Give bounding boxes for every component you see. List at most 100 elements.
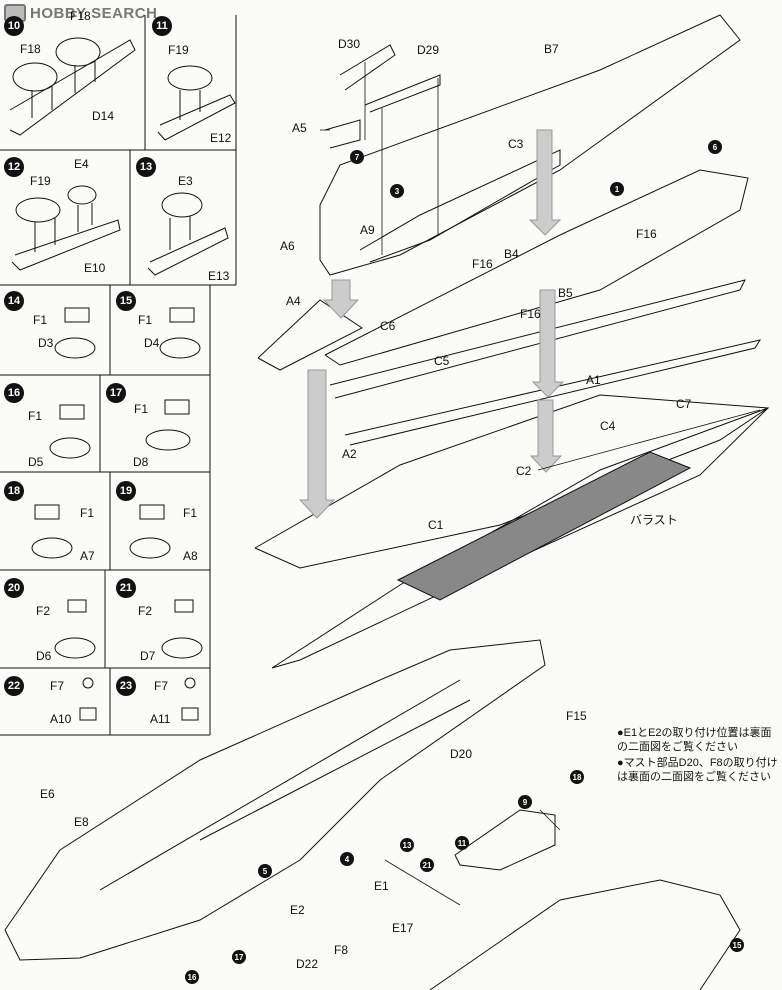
step-13-badge: 13: [136, 157, 156, 177]
step-19-badge: 19: [116, 481, 136, 501]
step-21-badge: 21: [116, 578, 136, 598]
hull-label: A1: [586, 373, 601, 387]
callout-16: 16: [185, 970, 199, 984]
step-11-badge: 11: [152, 16, 172, 36]
part-label: A8: [183, 549, 198, 563]
step-22-badge: 22: [4, 676, 24, 696]
lower-label: D20: [450, 747, 473, 761]
hull-label: F16: [636, 227, 657, 241]
part-label: F19: [168, 43, 189, 57]
hull-label: A9: [360, 223, 375, 237]
part-label: E10: [84, 261, 106, 275]
part-label: F19: [30, 174, 51, 188]
callout-4: 4: [340, 852, 354, 866]
part-label: E3: [178, 174, 193, 188]
hull-label: A2: [342, 447, 357, 461]
hull-label: C1: [428, 518, 444, 532]
callout-15: 15: [730, 938, 744, 952]
step-14-badge: 14: [4, 291, 24, 311]
bow-piece-drawing: [257, 299, 363, 371]
part-label: F2: [36, 604, 51, 618]
note-1: ●E1とE2の取り付け位置は裏面の二面図をご覧ください: [617, 727, 772, 753]
callout-21: 21: [420, 858, 434, 872]
part-label: D8: [133, 455, 149, 469]
lower-label: E6: [40, 787, 55, 801]
part-label: F2: [138, 604, 153, 618]
hull-label: F16: [472, 257, 493, 271]
hull-label: D29: [417, 43, 440, 57]
lower-label: E2: [290, 903, 305, 917]
part-label: A10: [50, 712, 72, 726]
hull-label: A5: [292, 121, 307, 135]
part-label: D14: [92, 109, 115, 123]
step-17-badge: 17: [106, 383, 126, 403]
part-label: D4: [144, 336, 160, 350]
deck-drawing: [324, 169, 749, 366]
completed-hull-drawing: [4, 639, 546, 961]
step-23-badge: 23: [116, 676, 136, 696]
callout-17: 17: [232, 950, 246, 964]
lower-label: D22: [296, 957, 319, 971]
step10-drawing: [9, 37, 136, 136]
callout-9: 9: [518, 795, 532, 809]
step13-drawing: [147, 192, 229, 276]
callout-5: 5: [258, 864, 272, 878]
step-16-badge: 16: [4, 383, 24, 403]
part-label: F7: [50, 679, 65, 693]
callout-11: 11: [455, 836, 469, 850]
part-label: F18: [70, 9, 91, 23]
hull-label: B5: [558, 286, 573, 300]
step-12-badge: 12: [4, 157, 24, 177]
part-label: F1: [80, 506, 95, 520]
lower-label: F15: [566, 709, 587, 723]
hull-label: F16: [520, 307, 541, 321]
callout-13: 13: [400, 838, 414, 852]
leader-lines: [320, 62, 761, 906]
turret-steps-drawing: [31, 307, 203, 721]
upper-hull-drawing: [319, 14, 741, 276]
hull-label: B4: [504, 247, 519, 261]
callout-3: 3: [390, 184, 404, 198]
hull-label: A6: [280, 239, 295, 253]
part-label: F1: [183, 506, 198, 520]
step11-drawing: [157, 65, 236, 141]
part-label: E13: [208, 269, 230, 283]
part-9-drawing: [454, 809, 556, 871]
part-label: F1: [33, 313, 48, 327]
hull-label: B7: [544, 42, 559, 56]
lower-label: E1: [374, 879, 389, 893]
part-label: F1: [28, 409, 43, 423]
lower-label: F8: [334, 943, 349, 957]
hull-label: C5: [434, 354, 450, 368]
strip-b5: [329, 279, 746, 399]
hull-label: C3: [508, 137, 524, 151]
part-label: D3: [38, 336, 54, 350]
part-label: A7: [80, 549, 95, 563]
assembly-arrows: [298, 129, 565, 519]
part-label: E12: [210, 131, 232, 145]
step-15-badge: 15: [116, 291, 136, 311]
step-18-badge: 18: [4, 481, 24, 501]
part-label: F18: [20, 42, 41, 56]
hull-label: C2: [516, 464, 532, 478]
callout-7: 7: [350, 150, 364, 164]
callout-18: 18: [570, 770, 584, 784]
hull-label: D30: [338, 37, 361, 51]
hull-label: C7: [676, 397, 692, 411]
lower-label: E8: [74, 815, 89, 829]
part-label: A11: [150, 712, 171, 726]
part-label: F7: [154, 679, 169, 693]
lower-hull-drawing: [254, 394, 770, 569]
step-10-badge: 10: [4, 16, 24, 36]
step12-drawing: [11, 185, 121, 271]
part-label: F1: [134, 402, 149, 416]
note-2: ●マスト部品D20、F8の取り付けは裏面の二面図をご覧ください: [617, 757, 778, 783]
callout-6: 6: [708, 140, 722, 154]
part-label: F1: [138, 313, 153, 327]
step-20-badge: 20: [4, 578, 24, 598]
ballast-plate: [396, 451, 692, 601]
lower-label: E17: [392, 921, 414, 935]
part-label: D5: [28, 455, 44, 469]
part-label: D6: [36, 649, 52, 663]
